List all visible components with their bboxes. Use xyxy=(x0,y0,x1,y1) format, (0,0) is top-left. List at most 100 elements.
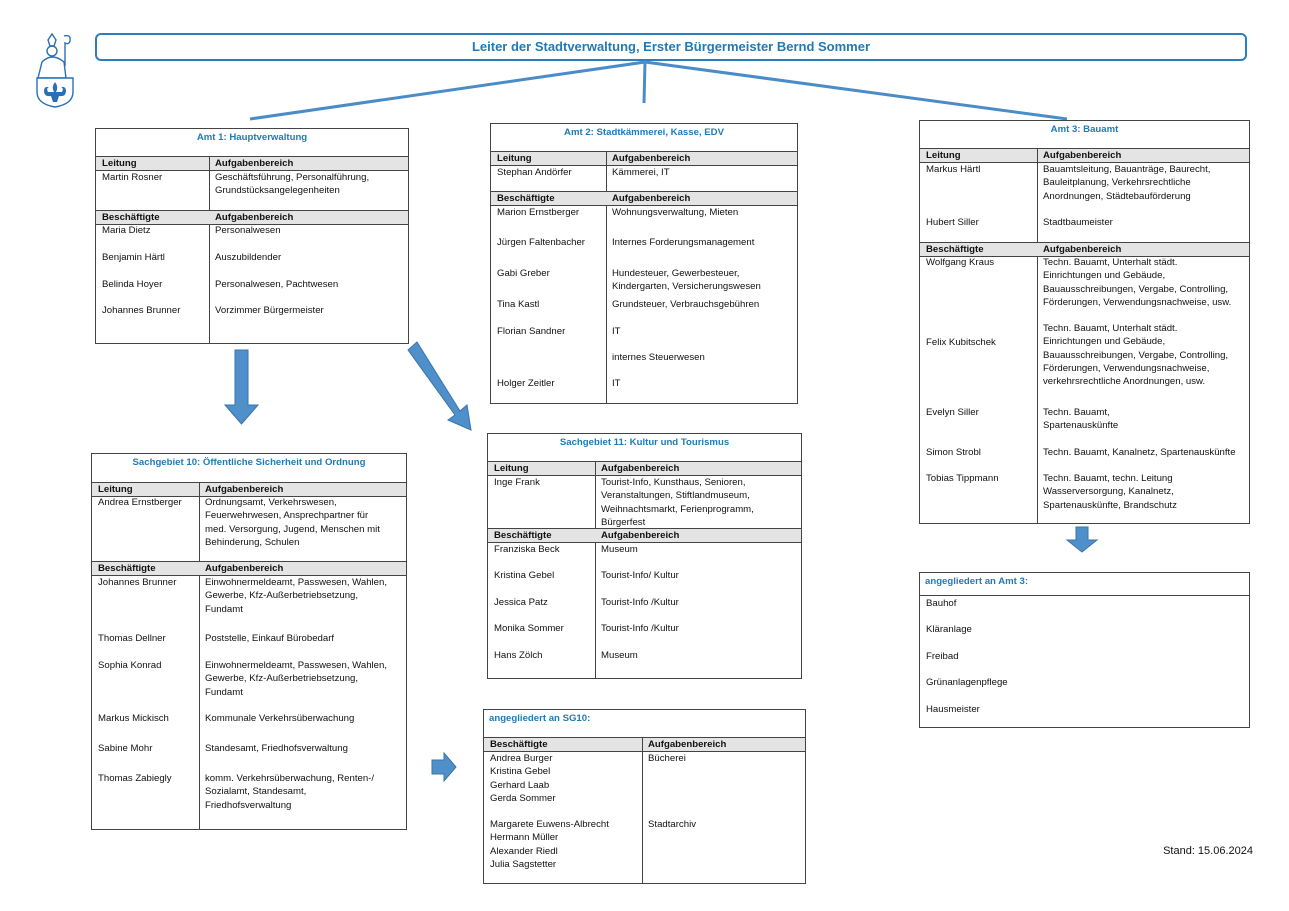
amt3-title: Amt 3: Bauamt xyxy=(1050,124,1119,135)
annex-item: Bauhof xyxy=(926,598,957,609)
col-aufgaben: Aufgabenbereich xyxy=(215,158,294,169)
staff-name: Franziska Beck xyxy=(494,544,560,555)
staff-task: Museum xyxy=(601,544,638,555)
leitung-task: Ordnungsamt, Verkehrswesen, Feuerwehrwes… xyxy=(205,497,380,548)
coat-of-arms-logo xyxy=(36,32,74,108)
staff-name: Florian Sandner xyxy=(497,326,566,337)
leitung-task: Geschäftsführung, Personalführung, Grund… xyxy=(215,172,370,197)
col-aufgaben: Aufgabenbereich xyxy=(215,212,294,223)
staff-task: komm. Verkehrsüberwachung, Renten-/ Sozi… xyxy=(205,773,375,811)
amt2-title: Amt 2: Stadtkämmerei, Kasse, EDV xyxy=(564,127,724,138)
leitung-task: Kämmerei, IT xyxy=(612,167,670,178)
col-beschaeftigte: Beschäftigte xyxy=(926,244,984,255)
leitung-name: Andrea Ernstberger xyxy=(98,497,182,508)
main-title: Leiter der Stadtverwaltung, Erster Bürge… xyxy=(95,33,1247,61)
col-aufgaben: Aufgabenbereich xyxy=(601,463,680,474)
col-aufgaben: Aufgabenbereich xyxy=(205,484,284,495)
sg10-annex-title: angegliedert an SG10: xyxy=(489,713,591,724)
staff-task: internes Steuerwesen xyxy=(612,352,705,363)
sg11-title: Sachgebiet 11: Kultur und Tourismus xyxy=(559,437,730,448)
col-beschaeftigte: Beschäftigte xyxy=(102,212,160,223)
annex-item: Grünanlagenpflege xyxy=(926,677,1008,688)
staff-name: Kristina Gebel xyxy=(494,570,555,581)
staff-task: Auszubildender xyxy=(215,252,282,263)
staff-name: Tina Kastl xyxy=(497,299,540,310)
staff-name: Johannes Brunner xyxy=(102,305,181,316)
staff-name: Belinda Hoyer xyxy=(102,279,163,290)
staff-name: Benjamin Härtl xyxy=(102,252,165,263)
staff-name: Johannes Brunner xyxy=(98,577,177,588)
staff-task: Internes Forderungsmanagement xyxy=(612,237,755,248)
staff-task: Personalwesen, Pachtwesen xyxy=(215,279,339,290)
leitung-task: Bauamtsleitung, Bauanträge, Baurecht, Ba… xyxy=(1043,164,1211,202)
staff-task: Tourist-Info /Kultur xyxy=(601,597,679,608)
col-aufgaben: Aufgabenbereich xyxy=(612,193,691,204)
col-aufgaben: Aufgabenbereich xyxy=(1043,244,1122,255)
staff-task: Einwohnermeldeamt, Passwesen, Wahlen, Ge… xyxy=(205,577,388,615)
col-beschaeftigte: Beschäftigte xyxy=(98,563,156,574)
col-leitung: Leitung xyxy=(494,463,529,474)
staff-task: Museum xyxy=(601,650,638,661)
leitung-name: Markus Härtl xyxy=(926,164,981,175)
col-aufgaben: Aufgabenbereich xyxy=(612,153,691,164)
staff-name: Sophia Konrad xyxy=(98,660,162,671)
staff-task: Tourist-Info/ Kultur xyxy=(601,570,679,581)
staff-name: Thomas Zabiegly xyxy=(98,773,172,784)
staff-name: Tobias Tippmann xyxy=(926,473,999,484)
staff-task: IT xyxy=(612,378,621,389)
staff-name: Markus Mickisch xyxy=(98,713,169,724)
col-leitung: Leitung xyxy=(102,158,137,169)
arrow-down-amt3 xyxy=(1065,526,1099,553)
staff-name: Sabine Mohr xyxy=(98,743,153,754)
col-leitung: Leitung xyxy=(98,484,133,495)
staff-task: Wohnungsverwaltung, Mieten xyxy=(612,207,739,218)
staff-task: Einwohnermeldeamt, Passwesen, Wahlen, Ge… xyxy=(205,660,388,698)
staff-name: Jürgen Faltenbacher xyxy=(497,237,585,248)
leitung-task: Stadtbaumeister xyxy=(1043,217,1113,228)
amt3-annex-title: angegliedert an Amt 3: xyxy=(925,576,1029,587)
leitung-name: Hubert Siller xyxy=(926,217,979,228)
staff-task: Tourist-Info /Kultur xyxy=(601,623,679,634)
annex-item: Freibad xyxy=(926,651,959,662)
staff-name: Maria Dietz xyxy=(102,225,151,236)
col-leitung: Leitung xyxy=(926,150,961,161)
staff-task: Vorzimmer Bürgermeister xyxy=(215,305,324,316)
annex-item: Hausmeister xyxy=(926,704,980,715)
group-names: Margarete Euwens-Albrecht Hermann Müller… xyxy=(490,819,609,870)
arrow-down-amt1 xyxy=(223,349,260,425)
leitung-name: Martin Rosner xyxy=(102,172,163,183)
arrow-right-annex xyxy=(431,751,457,783)
staff-name: Thomas Dellner xyxy=(98,633,166,644)
staff-name: Felix Kubitschek xyxy=(926,337,996,348)
col-beschaeftigte: Beschäftigte xyxy=(494,530,552,541)
sg10-box: Sachgebiet 10: Öffentliche Sicherheit un… xyxy=(91,453,407,830)
amt1-title: Amt 1: Hauptverwaltung xyxy=(196,132,308,143)
staff-name: Simon Strobl xyxy=(926,447,981,458)
group-names: Andrea Burger Kristina Gebel Gerhard Laa… xyxy=(490,753,556,804)
col-leitung: Leitung xyxy=(497,153,532,164)
staff-task: Techn. Bauamt, Unterhalt städt. Einricht… xyxy=(1043,323,1229,388)
amt2-box: Amt 2: Stadtkämmerei, Kasse, EDV Leitung… xyxy=(490,123,798,404)
group-task: Bücherei xyxy=(648,753,686,764)
col-beschaeftigte: Beschäftigte xyxy=(497,193,555,204)
leitung-task: Tourist-Info, Kunsthaus, Senioren, Veran… xyxy=(601,477,754,528)
staff-task: Grundsteuer, Verbrauchsgebühren xyxy=(612,299,760,310)
col-aufgaben: Aufgabenbereich xyxy=(205,563,284,574)
col-aufgaben: Aufgabenbereich xyxy=(601,530,680,541)
staff-name: Wolfgang Kraus xyxy=(926,257,995,268)
staff-name: Gabi Greber xyxy=(497,268,550,279)
staff-task: Techn. Bauamt, Kanalnetz, Spartenauskünf… xyxy=(1043,447,1236,458)
leitung-name: Stephan Andörfer xyxy=(497,167,572,178)
col-aufgaben: Aufgabenbereich xyxy=(648,739,727,750)
staff-name: Holger Zeitler xyxy=(497,378,555,389)
staff-task: Kommunale Verkehrsüberwachung xyxy=(205,713,355,724)
arrow-diag-sg11 xyxy=(407,341,472,431)
leitung-name: Inge Frank xyxy=(494,477,540,488)
staff-task: Techn. Bauamt, Spartenauskünfte xyxy=(1043,407,1119,432)
staff-task: Hundesteuer, Gewerbesteuer, Kindergarten… xyxy=(612,268,761,293)
staff-task: Techn. Bauamt, techn. Leitung Wasservers… xyxy=(1043,473,1177,511)
